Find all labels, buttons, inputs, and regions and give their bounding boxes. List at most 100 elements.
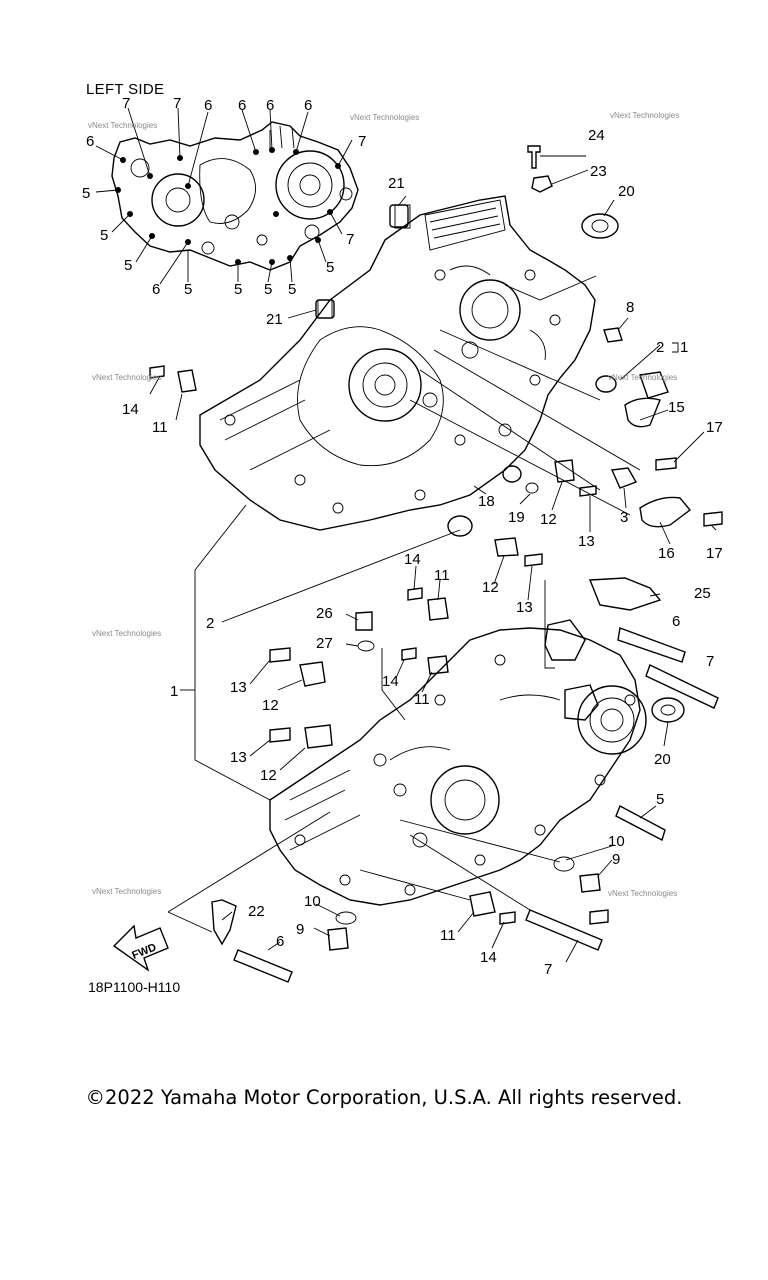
bolt-13-d — [269, 727, 291, 743]
part-callout-number: 11 — [434, 567, 450, 584]
part-callout-number: 6 — [204, 97, 212, 114]
part-callout-number: 1 — [680, 339, 688, 356]
part-callout-number: 7 — [544, 961, 552, 978]
bolt-6-lower — [233, 949, 293, 983]
bolt-24 — [527, 145, 541, 169]
dowel-lower — [447, 515, 473, 537]
part-callout-number: 19 — [508, 509, 525, 526]
clamp-12-b — [494, 537, 519, 557]
plug-26 — [355, 611, 373, 631]
part-callout-number: 11 — [414, 691, 430, 708]
part-callout-number: 12 — [540, 511, 557, 528]
part-callout-number: 1 — [170, 683, 178, 700]
bolt-5 — [615, 805, 666, 842]
upper-crankcase-half — [199, 195, 596, 531]
part-callout-number: 21 — [388, 175, 405, 192]
plate-16 — [639, 496, 692, 528]
watermark: vNext Technologies — [92, 373, 161, 382]
part-callout-number: 23 — [590, 163, 607, 180]
bolt-14-d — [499, 911, 516, 925]
left-side-inset: LEFT SIDE — [82, 81, 366, 298]
part-callout-number: 5 — [264, 281, 272, 298]
part-callout-number: 7 — [706, 653, 714, 670]
bolt-6-long — [617, 627, 686, 663]
part-callout-number: 12 — [482, 579, 499, 596]
bolt-7-lower — [525, 909, 603, 951]
part-callout-number: 3 — [620, 509, 628, 526]
part-callout-number: 6 — [266, 97, 274, 114]
clamp-12-c — [299, 661, 326, 687]
bolt-14-b — [407, 587, 423, 601]
part-callout-number: 8 — [626, 299, 634, 316]
part-callout-number: 12 — [262, 697, 279, 714]
part-callout-number: 14 — [122, 401, 139, 418]
part-callout-number: 7 — [122, 95, 130, 112]
part-callout-number: 6 — [238, 97, 246, 114]
watermarks: vNext Technologies vNext Technologies vN… — [88, 111, 679, 898]
seal-20-upper — [581, 213, 619, 239]
part-callout-number: 13 — [578, 533, 595, 550]
watermark: vNext Technologies — [608, 373, 677, 382]
part-callout-number: 20 — [654, 751, 671, 768]
dowel-21-b — [315, 299, 335, 319]
part-callout-number: 5 — [184, 281, 192, 298]
dowel-21-a — [389, 204, 409, 228]
part-callout-number: 14 — [382, 673, 399, 690]
clamp-12-d — [304, 724, 333, 749]
bolt-17-a — [655, 457, 677, 471]
bolt-7-long — [645, 664, 719, 709]
part-callout-number: 13 — [230, 679, 247, 696]
part-3 — [610, 467, 638, 489]
part-callout-number: 13 — [230, 749, 247, 766]
part-callout-number: 17 — [706, 545, 723, 562]
sensor-25 — [588, 577, 662, 611]
bolt-8 — [603, 327, 623, 343]
inset-bolt-dots — [115, 147, 341, 265]
loose-parts — [149, 145, 723, 983]
part-callout-number: 5 — [234, 281, 242, 298]
part-callout-number: 6 — [152, 281, 160, 298]
part-callout-number: 7 — [346, 231, 354, 248]
watermark: vNext Technologies — [88, 121, 157, 130]
part-callout-number: 11 — [440, 927, 456, 944]
inset-callout-labels: 7 7 6 6 6 6 6 7 5 5 5 6 5 5 5 5 5 7 — [82, 95, 366, 298]
bolt-13-c — [269, 647, 291, 663]
watermark: vNext Technologies — [610, 111, 679, 120]
part-callout-number: 6 — [304, 97, 312, 114]
part-callout-number: 20 — [618, 183, 635, 200]
plate-15 — [624, 397, 661, 428]
plug-9-a — [579, 873, 601, 893]
part-callout-number: 25 — [694, 585, 711, 602]
bolt-17-b — [703, 511, 723, 527]
part-callout-number: 5 — [124, 257, 132, 274]
washer-10-a — [553, 856, 575, 872]
bolt-14-upper — [149, 365, 165, 379]
part-callout-number: 17 — [706, 419, 723, 436]
clamp-11-c — [427, 655, 449, 675]
part-callout-number: 11 — [152, 419, 168, 436]
part-callout-number: 5 — [100, 227, 108, 244]
clamp-11-d — [469, 891, 496, 917]
cap-right — [589, 909, 609, 925]
part-callout-number: 9 — [612, 851, 620, 868]
leader-lines — [149, 155, 717, 963]
part-callout-number: 7 — [173, 95, 181, 112]
part-callout-number: 2 — [656, 339, 664, 356]
dowel-18 — [502, 465, 522, 483]
part-callout-number: 2 — [206, 615, 214, 632]
clamp-12-a — [554, 459, 575, 483]
part-callout-number: 6 — [86, 133, 94, 150]
part-callout-number: 12 — [260, 767, 277, 784]
watermark: vNext Technologies — [92, 887, 161, 896]
plug-9-b — [327, 927, 349, 951]
clamp-23 — [531, 175, 553, 193]
part-callout-number: 5 — [288, 281, 296, 298]
washer-27 — [357, 640, 375, 652]
view-label: LEFT SIDE — [86, 81, 164, 98]
part-callout-number: 9 — [296, 921, 304, 938]
seal-20-lower — [651, 697, 685, 723]
part-callout-number: 16 — [658, 545, 675, 562]
watermark: vNext Technologies — [92, 629, 161, 638]
part-callout-number: 15 — [668, 399, 685, 416]
inset-leader-lines — [95, 107, 353, 285]
